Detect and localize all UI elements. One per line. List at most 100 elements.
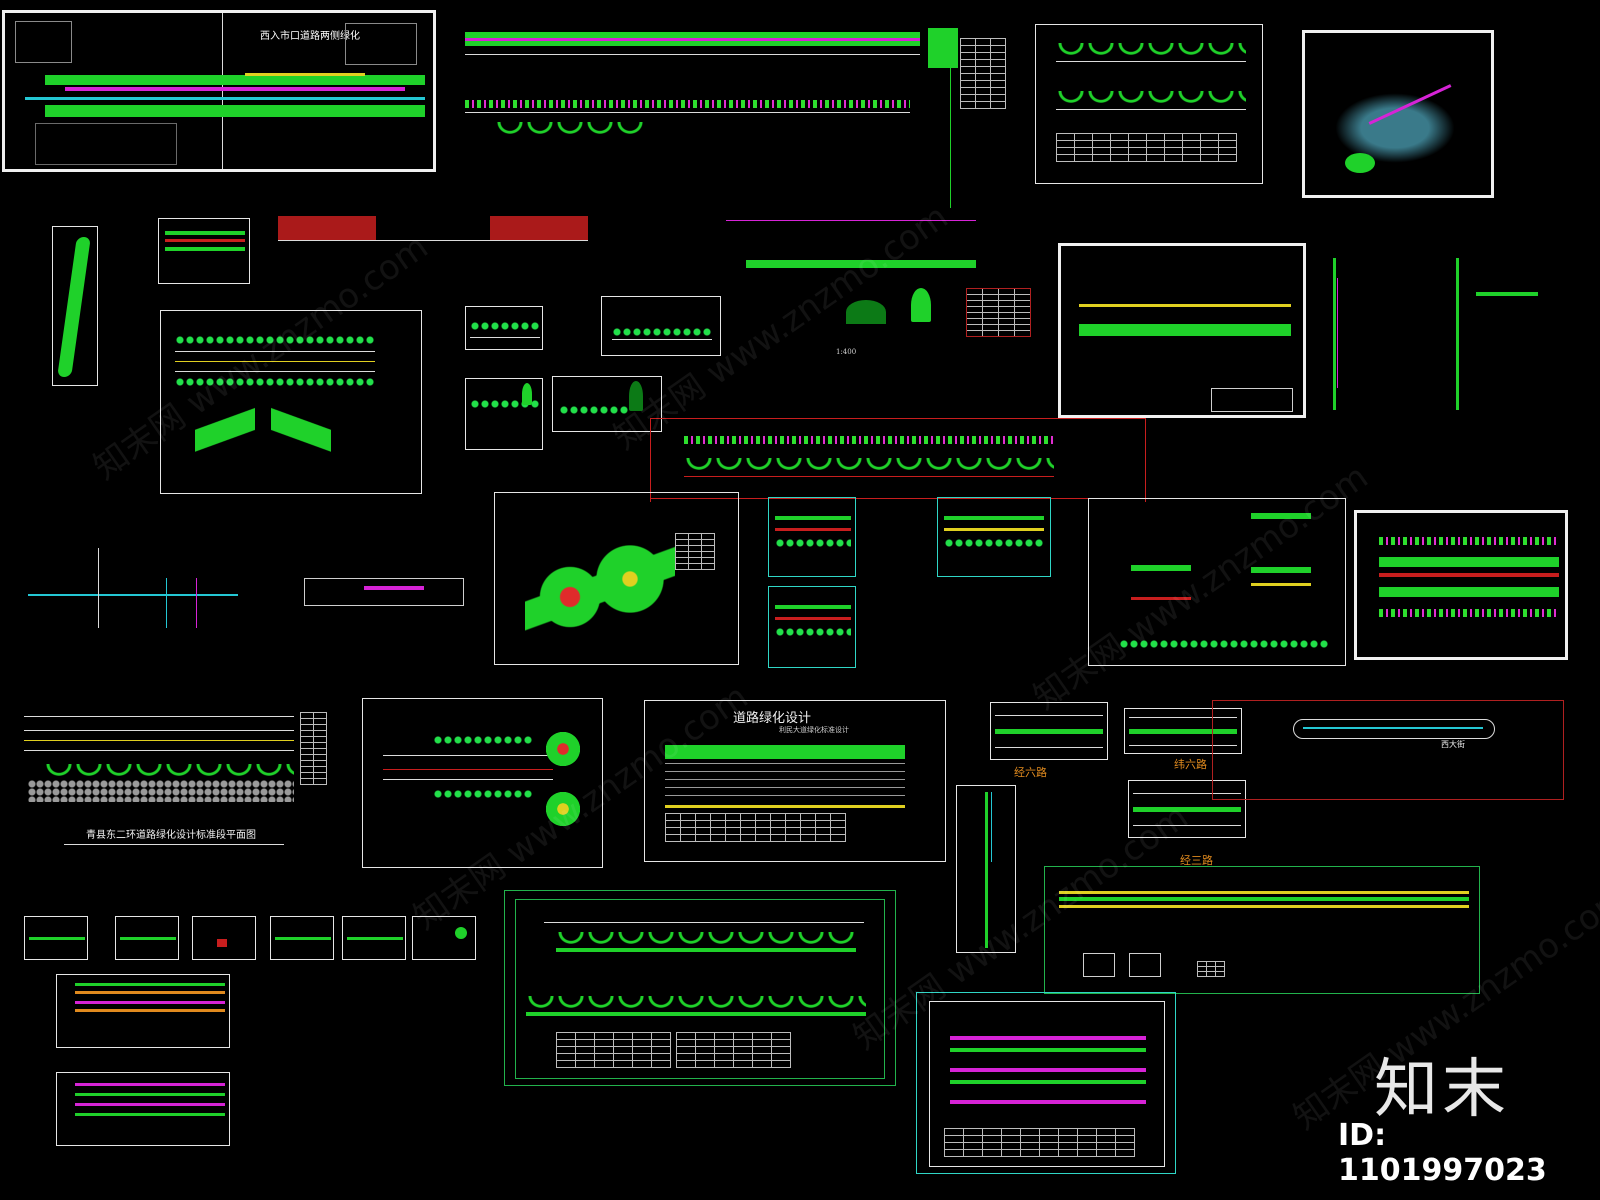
sheet-east-ring-standard[interactable]: 青县东二环道路绿化设计标准段平面图 (24, 712, 328, 852)
yellow-strip (1059, 891, 1469, 894)
plant-legend-table (556, 1032, 671, 1068)
sheet-section-d[interactable] (552, 376, 662, 432)
green-strip (75, 1113, 225, 1116)
ground-line (470, 337, 540, 338)
east-ring-title: 青县东二环道路绿化设计标准段平面图 (86, 830, 256, 841)
road-line (1133, 825, 1241, 826)
green-line (985, 792, 988, 948)
sheet-section-c[interactable] (465, 378, 543, 450)
red-border (1145, 418, 1146, 502)
scale-label: 1:400 (836, 348, 857, 356)
road-label-jing6: 经六路 (1014, 766, 1047, 779)
sheet-small-plan[interactable] (158, 218, 250, 284)
sheet-sections-grid[interactable] (1088, 498, 1346, 666)
sheet-cross-section-3[interactable] (937, 497, 1051, 577)
magenta-strip (75, 1083, 225, 1086)
sheet-teal-framed-plan[interactable] (916, 992, 1176, 1174)
cross-road (196, 578, 197, 628)
sheet-cross-section-2[interactable] (768, 586, 856, 668)
sheet-curved-road[interactable] (52, 226, 98, 386)
green-strip (1379, 557, 1559, 567)
sheet-vertical-strip-1[interactable] (1325, 258, 1345, 410)
sheet-road-plan-sections[interactable] (160, 310, 422, 494)
road-line (1129, 717, 1237, 718)
sheet-interchange-plan[interactable] (494, 492, 739, 665)
sheet-west-entrance-greening[interactable]: 西入市口道路两侧绿化 (2, 10, 436, 172)
sheet-road-plan-framed[interactable] (1058, 243, 1306, 418)
orange-strip (75, 1009, 225, 1012)
wave-planting (526, 996, 866, 1010)
tree-row (433, 789, 533, 799)
red-elevation (490, 216, 588, 240)
sheet-section-a[interactable] (465, 306, 543, 350)
sheet-cross-section-1[interactable] (768, 497, 856, 577)
sheet-elevation[interactable] (278, 216, 588, 266)
sheet-slope-elevation[interactable]: 1:400 (726, 220, 986, 360)
thumb-4[interactable] (270, 916, 334, 960)
tree-row (559, 405, 629, 415)
cross-road (98, 548, 99, 628)
green-strip (775, 605, 851, 609)
sheet-road-greening-design[interactable]: 道路绿化设计 利民大道绿化标准设计 (644, 700, 946, 862)
sheet-center-planting-band[interactable] (650, 410, 1150, 502)
yellow-strip (665, 805, 905, 808)
sheet-vertical-section[interactable] (928, 28, 1013, 208)
plant-schedule (665, 813, 846, 842)
sheet-road-extra[interactable] (1128, 780, 1246, 838)
design-subtitle: 利民大道绿化标准设计 (779, 726, 849, 734)
sheet-strip-plan-1[interactable] (56, 974, 230, 1048)
wave-planting (1056, 43, 1246, 57)
road-line (1129, 745, 1237, 746)
green-line (950, 68, 951, 208)
tree-icon (911, 288, 931, 322)
schedule-table (944, 1128, 1135, 1157)
shrub-field (28, 780, 294, 802)
green-strip (556, 948, 856, 952)
sheet-road-jing3[interactable] (1044, 866, 1480, 994)
ground-line (278, 240, 588, 241)
green-strip (75, 983, 225, 986)
sheet-master-plan[interactable] (1302, 30, 1494, 198)
plant-legend-table (676, 1032, 791, 1068)
wave-planting (1056, 91, 1246, 105)
green-strip (665, 745, 905, 759)
sheet-intersection-plan[interactable] (362, 698, 603, 868)
planting-dots (465, 100, 910, 108)
magenta-strip (950, 1100, 1146, 1104)
sheet-vertical-detail[interactable] (956, 785, 1016, 953)
magenta-line (1337, 278, 1338, 388)
sheet-xidajie[interactable]: 西大街 (1212, 700, 1564, 800)
tree-row (470, 321, 540, 331)
sheet-title-west-entrance: 西入市口道路两侧绿化 (260, 31, 360, 42)
planting-dots (1379, 537, 1559, 545)
schedule-table (1056, 133, 1237, 162)
title-block (1211, 388, 1293, 412)
sheet-section-b[interactable] (601, 296, 721, 356)
roundabout-planting (543, 729, 583, 769)
sheet-road-axis-1[interactable] (28, 548, 238, 628)
thumb-2[interactable] (115, 916, 179, 960)
magenta-strip (65, 87, 405, 91)
thumb-5[interactable] (342, 916, 406, 960)
center-line (175, 361, 375, 362)
road-line (1133, 793, 1241, 794)
sheet-strip-plan-2[interactable] (56, 1072, 230, 1146)
sheet-green-framed-plan[interactable] (504, 890, 896, 1086)
sheet-road-axis-2[interactable] (304, 568, 464, 612)
thumb-3[interactable] (192, 916, 256, 960)
sheet-road-jing6[interactable] (990, 702, 1108, 760)
green-strip (1379, 587, 1559, 597)
thumb-6[interactable] (412, 916, 476, 960)
tree-row (470, 399, 540, 409)
road-line (383, 755, 553, 756)
road-line (465, 112, 910, 113)
sheet-detailed-plan-right[interactable] (1354, 510, 1568, 660)
sheet-long-strip-plan[interactable] (465, 30, 920, 150)
sheet-vertical-strip-2[interactable] (1448, 258, 1538, 410)
tree-row (1119, 639, 1329, 649)
sheet-section-framed[interactable] (1035, 24, 1263, 184)
sheet-road-wei6[interactable] (1124, 708, 1242, 754)
thumb-1[interactable] (24, 916, 88, 960)
road-line (465, 54, 920, 55)
